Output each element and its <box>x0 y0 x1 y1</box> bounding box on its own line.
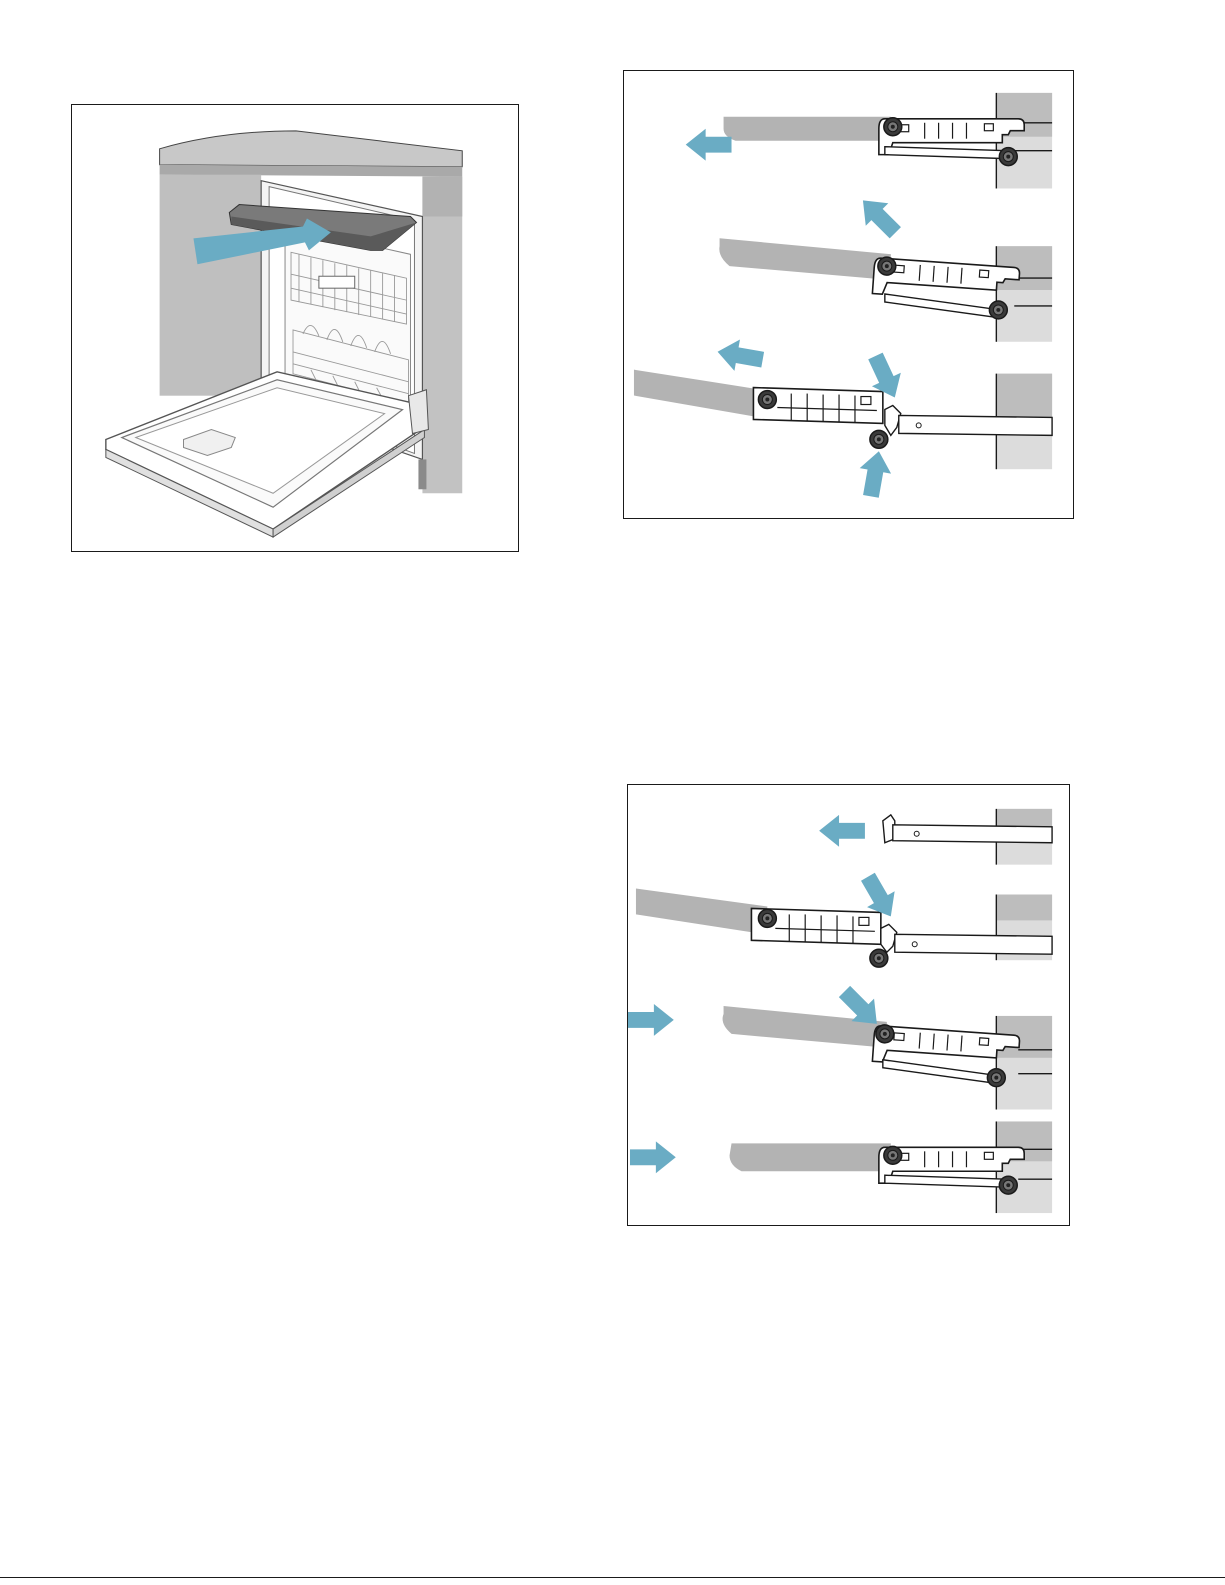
rack-side <box>636 889 767 935</box>
push-in-arrow-icon <box>630 1141 676 1173</box>
rack-side <box>730 1143 891 1171</box>
countertop <box>160 131 463 167</box>
dishwasher-illustration <box>72 105 518 551</box>
door-hinge <box>408 390 428 434</box>
rail-installation-illustration <box>628 785 1069 1225</box>
installation-step-1 <box>819 809 1052 865</box>
foot <box>418 459 426 489</box>
removal-step-2 <box>719 189 1052 342</box>
rack-rail-removal-figure <box>623 70 1074 519</box>
rack-side <box>719 238 891 280</box>
footer-rule <box>0 1577 1225 1578</box>
push-in-arrow-icon <box>628 1004 674 1036</box>
dishwasher-third-rack-figure <box>71 104 519 552</box>
right-cabinet <box>422 177 462 494</box>
rack-side <box>724 117 891 141</box>
slide-out-arrow-icon <box>819 815 865 847</box>
rack-label-tag <box>319 276 355 288</box>
removal-step-3 <box>634 336 1052 499</box>
rail-removal-illustration <box>624 71 1073 518</box>
installation-step-4 <box>630 1121 1052 1213</box>
pull-left-arrow-icon <box>686 129 732 161</box>
rack-rail-installation-figure <box>627 784 1070 1226</box>
installation-step-2 <box>636 869 1052 967</box>
rack-side <box>634 370 773 420</box>
press-up-arrow-icon <box>855 449 894 500</box>
lift-up-arrow-icon <box>852 189 907 244</box>
installation-step-3 <box>628 980 1052 1109</box>
removal-step-1 <box>686 93 1052 189</box>
slide-left-arrow-icon <box>715 336 766 375</box>
